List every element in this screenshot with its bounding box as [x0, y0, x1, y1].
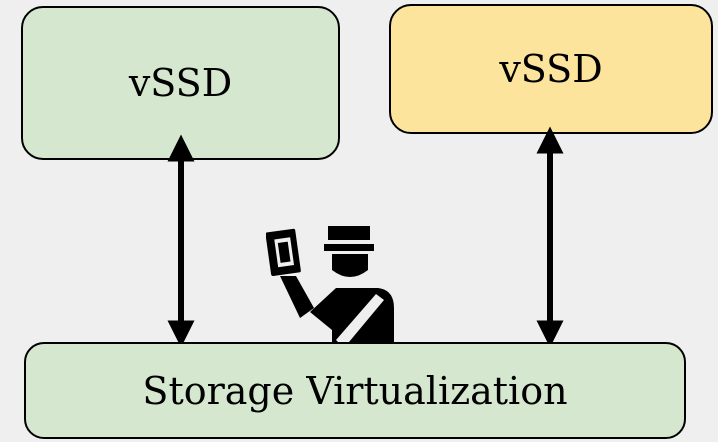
vssd-label-right: vSSD: [499, 47, 603, 91]
storage-virtualization-box: Storage Virtualization: [24, 342, 686, 439]
storage-virtualization-label: Storage Virtualization: [142, 368, 568, 413]
vssd-label-left: vSSD: [128, 61, 233, 105]
vssd-box-left: vSSD: [21, 6, 340, 160]
